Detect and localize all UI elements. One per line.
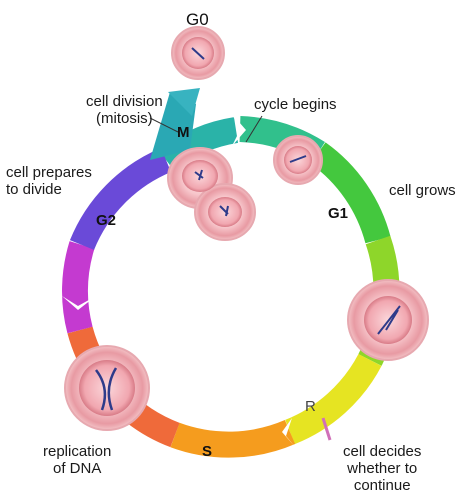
cycle-ring xyxy=(62,116,400,458)
notch-m-g1 xyxy=(232,114,246,146)
notch-g2 xyxy=(62,296,96,310)
cycle-arrow-head xyxy=(150,92,196,160)
cell-g0 xyxy=(171,26,225,80)
label-cell-decides: cell decides whether to continue xyxy=(343,443,421,494)
ring-segment-g1 xyxy=(310,142,391,244)
phase-notches xyxy=(62,114,296,448)
cell-s xyxy=(64,345,150,431)
cell-g1-small xyxy=(273,135,323,185)
ring-segment-s xyxy=(170,419,296,458)
label-replication-line1: replication xyxy=(43,443,112,460)
ring-segment-m xyxy=(158,117,239,171)
leader-mitosis xyxy=(149,117,179,133)
phase-g2-label: G2 xyxy=(96,212,117,229)
checkpoint-r-label: R xyxy=(305,398,316,415)
label-cell-decides-line3: continue xyxy=(353,477,411,494)
label-cell-prepares-line1: cell prepares xyxy=(6,164,92,181)
label-cell-division-line1: cell division xyxy=(86,93,163,110)
leader-lines xyxy=(149,115,263,143)
label-replication: replication of DNA xyxy=(43,443,111,477)
phase-s-label: S xyxy=(202,443,213,460)
label-cell-prepares: cell prepares to divide xyxy=(6,164,92,198)
notch-g1-s xyxy=(282,418,296,448)
label-cell-grows: cell grows xyxy=(389,182,456,199)
cell-g1-large xyxy=(347,279,429,361)
label-cell-division-line2: (mitosis) xyxy=(96,110,153,127)
phase-g0-label: G0 xyxy=(186,10,209,29)
phase-m-label: M xyxy=(177,124,190,141)
label-cell-decides-line1: cell decides xyxy=(343,443,422,460)
label-cycle-begins: cycle begins xyxy=(254,96,337,113)
ring-segment-r xyxy=(284,353,382,445)
phase-g1-label: G1 xyxy=(328,205,349,222)
label-cell-decides-line2: whether to xyxy=(347,460,418,477)
label-replication-line2: of DNA xyxy=(53,460,102,477)
ring-segment-g2-upper xyxy=(69,148,172,251)
label-cell-division: cell division (mitosis) xyxy=(86,93,163,127)
leader-cycle-begins xyxy=(245,115,263,143)
cycle-arrow-tip xyxy=(168,88,200,116)
ring-segment-g2-lower xyxy=(62,241,95,334)
label-cell-prepares-line2: to divide xyxy=(6,181,62,198)
r-checkpoint-marker xyxy=(321,417,332,441)
cell-dividing xyxy=(167,147,256,241)
